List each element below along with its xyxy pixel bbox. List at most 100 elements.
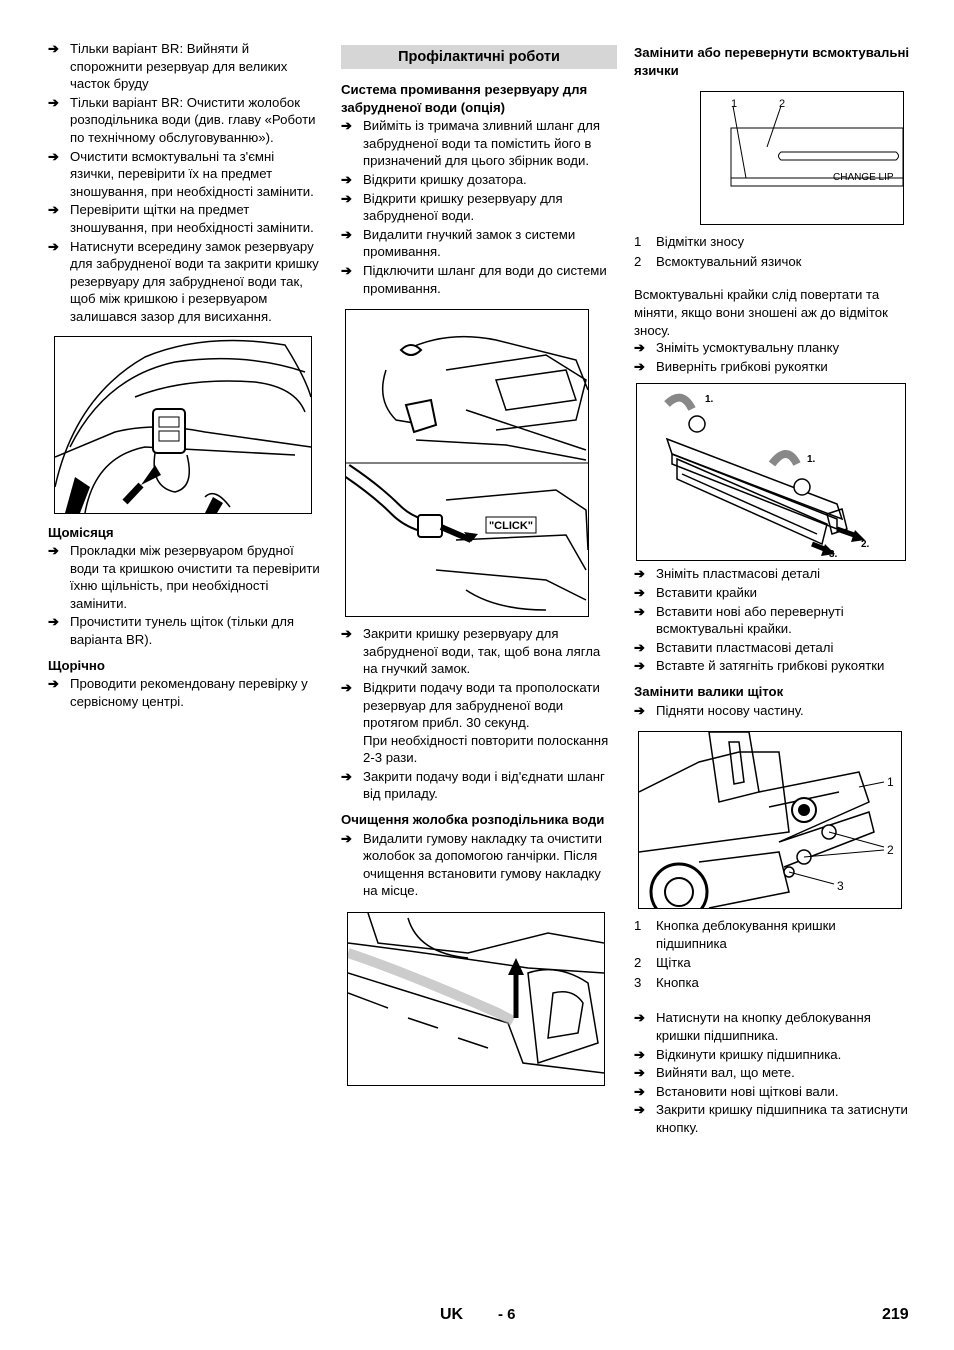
arrow-right-icon: ➔ bbox=[341, 118, 353, 134]
arrow-right-icon: ➔ bbox=[48, 238, 60, 254]
roller-fig-label: 1 bbox=[887, 775, 894, 789]
change-lip-label: CHANGE LIP bbox=[833, 172, 894, 183]
arrow-right-icon: ➔ bbox=[634, 358, 646, 374]
squeegee-disassembly-illustration: 1. 1. 2. 3. bbox=[664, 394, 870, 560]
rollers-steps-b: ➔Натиснути на кнопку деблокування кришки… bbox=[634, 1009, 910, 1136]
column-1: ➔Тільки варіант BR: Вийняти й спорожнити… bbox=[48, 40, 320, 711]
arrow-right-icon: ➔ bbox=[634, 639, 646, 655]
list-item: ➔Відкрити кришку дозатора. bbox=[341, 171, 527, 187]
arrow-right-icon: ➔ bbox=[634, 603, 646, 619]
list-item: ➔Вставити нові або перевернуті всмоктува… bbox=[634, 603, 844, 637]
arrow-right-icon: ➔ bbox=[48, 94, 60, 110]
list-item: ➔Встановити нові щіткові вали. bbox=[634, 1083, 839, 1099]
page-number: 219 bbox=[882, 1306, 909, 1323]
roller-fig-label: 2 bbox=[887, 843, 894, 857]
arrow-right-icon: ➔ bbox=[341, 190, 353, 206]
trough-figure bbox=[347, 912, 605, 1087]
steps-list-a: ➔Тільки варіант BR: Вийняти й спорожнити… bbox=[48, 40, 320, 326]
brush-roller-figure: 1 2 3 bbox=[638, 731, 902, 910]
arrow-right-icon: ➔ bbox=[341, 626, 353, 642]
monthly-heading: Щомісяця bbox=[48, 524, 114, 540]
arrow-right-icon: ➔ bbox=[341, 679, 353, 695]
arrow-right-icon: ➔ bbox=[48, 202, 60, 218]
trough-heading: Очищення жолобка розподільника води bbox=[341, 812, 605, 828]
list-item: ➔Вставте й затягніть грибкові рукоятки bbox=[634, 658, 885, 674]
list-item: ➔Тільки варіант BR: Вийняти й спорожнити… bbox=[48, 41, 288, 92]
arrow-right-icon: ➔ bbox=[341, 830, 353, 846]
arrow-right-icon: ➔ bbox=[634, 584, 646, 600]
yearly-heading: Щорічно bbox=[48, 657, 105, 673]
yearly-steps: ➔Проводити рекомендовану перевірку у сер… bbox=[48, 675, 320, 710]
roller-fig-label: 3 bbox=[837, 879, 844, 893]
footer-language: UK bbox=[440, 1306, 464, 1323]
list-item: ➔Вставити крайки bbox=[634, 584, 757, 600]
arrow-right-icon: ➔ bbox=[48, 148, 60, 164]
lip-fig-label: 2 bbox=[779, 98, 785, 110]
list-item: ➔Вставити пластмасові деталі bbox=[634, 639, 834, 655]
rinse-figure: "CLICK" bbox=[345, 309, 589, 618]
arrow-right-icon: ➔ bbox=[48, 676, 60, 692]
list-item: ➔Вийміть із тримача зливний шланг для за… bbox=[341, 118, 601, 169]
list-item: ➔Натиснути на кнопку деблокування кришки… bbox=[634, 1010, 871, 1044]
list-item: ➔Очистити всмоктувальні та з'ємні язички… bbox=[48, 148, 314, 199]
arrow-right-icon: ➔ bbox=[634, 566, 646, 582]
list-item: ➔Прокладки між резервуаром брудної води … bbox=[48, 543, 320, 611]
arrow-right-icon: ➔ bbox=[48, 614, 60, 630]
arrow-right-icon: ➔ bbox=[634, 1065, 646, 1081]
list-item: ➔Відкинути кришку підшипника. bbox=[634, 1046, 842, 1062]
rollers-heading: Замінити валики щіток bbox=[634, 683, 784, 699]
list-item: ➔Перевірити щітки на предмет зношування,… bbox=[48, 202, 314, 235]
arrow-right-icon: ➔ bbox=[634, 658, 646, 674]
arrow-right-icon: ➔ bbox=[341, 262, 353, 278]
list-item: ➔Відкрити подачу води та прополоскати ре… bbox=[341, 679, 609, 766]
lip-paragraph: Всмоктувальні крайки слід повертати та м… bbox=[634, 287, 888, 338]
tank-latch-figure bbox=[54, 335, 312, 514]
rinse-system-illustration: "CLICK" bbox=[346, 336, 588, 611]
arrow-right-icon: ➔ bbox=[341, 226, 353, 242]
repeat-note: При необхідності повторити полоскання 2-… bbox=[363, 732, 609, 766]
list-item: ➔Закрити кришку підшипника та затиснути … bbox=[634, 1102, 908, 1136]
list-item: ➔Вийняти вал, що мете. bbox=[634, 1065, 795, 1081]
arrow-right-icon: ➔ bbox=[634, 1010, 646, 1026]
lips-heading: Замінити або перевернути всмоктувальні я… bbox=[634, 45, 910, 78]
arrow-right-icon: ➔ bbox=[48, 41, 60, 56]
monthly-steps: ➔Прокладки між резервуаром брудної води … bbox=[48, 542, 320, 649]
trough-steps: ➔Видалити гумову накладку та очистити жо… bbox=[341, 830, 617, 900]
water-trough-illustration bbox=[348, 913, 604, 1074]
arrow-right-icon: ➔ bbox=[341, 768, 353, 784]
list-item: ➔Тільки варіант BR: Очистити жолобок роз… bbox=[48, 94, 316, 145]
lip-fig-label: 1 bbox=[731, 98, 737, 110]
list-item: ➔Зніміть усмоктувальну планку bbox=[634, 340, 840, 356]
click-label: "CLICK" bbox=[489, 520, 533, 532]
arrow-right-icon: ➔ bbox=[634, 1083, 646, 1099]
arrow-right-icon: ➔ bbox=[341, 171, 353, 187]
arrow-right-icon: ➔ bbox=[634, 340, 646, 356]
lip-steps-a: ➔Зніміть усмоктувальну планку ➔Виверніть… bbox=[634, 339, 910, 375]
arrow-right-icon: ➔ bbox=[634, 1046, 646, 1062]
list-item: ➔Натиснути всередину замок резервуару дл… bbox=[48, 238, 319, 324]
column-3: Замінити або перевернути всмоктувальні я… bbox=[634, 40, 910, 1138]
rollers-steps-a: ➔Підняти носову частину. bbox=[634, 702, 910, 720]
section-banner: Профілактичні роботи bbox=[341, 45, 617, 69]
arrow-right-icon: ➔ bbox=[48, 543, 60, 559]
fig-step-label: 2. bbox=[861, 539, 870, 550]
squeegee-lip-illustration: 1 2 CHANGE LIP bbox=[730, 98, 903, 187]
list-item: ➔Підняти носову частину. bbox=[634, 702, 804, 718]
arrow-right-icon: ➔ bbox=[634, 1102, 646, 1118]
after-steps: ➔Закрити кришку резервуару для забруднен… bbox=[341, 625, 617, 803]
brush-roller-illustration: 1 2 3 bbox=[639, 732, 894, 909]
column-2: Профілактичні роботи Система промивання … bbox=[341, 40, 617, 1087]
list-item: ➔Підключити шланг для води до системи пр… bbox=[341, 262, 607, 296]
tank-latch-illustration bbox=[55, 339, 311, 513]
list-item: ➔Виверніть грибкові рукоятки bbox=[634, 358, 828, 374]
list-item: ➔Відкрити кришку резервуару для забрудне… bbox=[341, 190, 563, 224]
list-item: ➔Проводити рекомендовану перевірку у сер… bbox=[48, 676, 308, 709]
list-item: ➔Зніміть пластмасові деталі bbox=[634, 566, 821, 582]
